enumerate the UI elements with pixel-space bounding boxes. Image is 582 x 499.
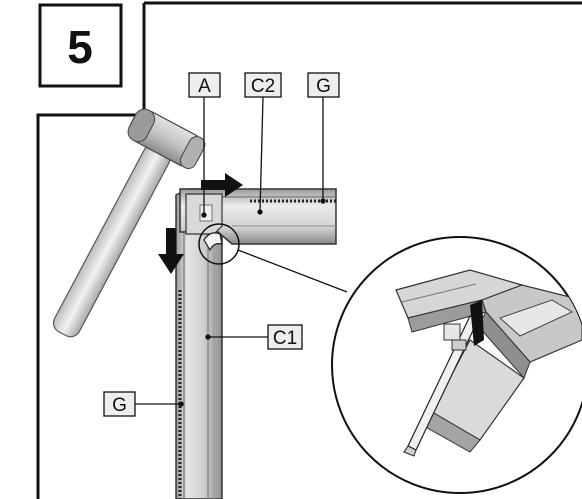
detail-source-circle xyxy=(198,223,240,265)
step-frame xyxy=(36,1,582,499)
svg-text:A: A xyxy=(198,76,211,97)
arrow-down-icon xyxy=(158,228,184,274)
hammer-icon xyxy=(52,108,206,338)
label-a: A xyxy=(188,72,221,98)
arrow-right-icon xyxy=(201,173,243,197)
svg-text:C1: C1 xyxy=(273,328,297,349)
label-g-top: G xyxy=(307,72,340,98)
step-number-box: 5 xyxy=(38,3,123,88)
label-c2: C2 xyxy=(244,72,282,98)
magnifier-leader xyxy=(237,249,348,293)
label-leaders xyxy=(135,96,326,407)
magnifier-circle xyxy=(331,236,582,494)
svg-text:G: G xyxy=(316,76,331,97)
svg-text:G: G xyxy=(112,395,127,416)
svg-text:C2: C2 xyxy=(251,76,275,97)
frame-corner-assembly xyxy=(175,188,338,499)
label-g-left: G xyxy=(103,391,136,417)
step-number: 5 xyxy=(67,21,93,73)
label-c1: C1 xyxy=(267,324,303,350)
